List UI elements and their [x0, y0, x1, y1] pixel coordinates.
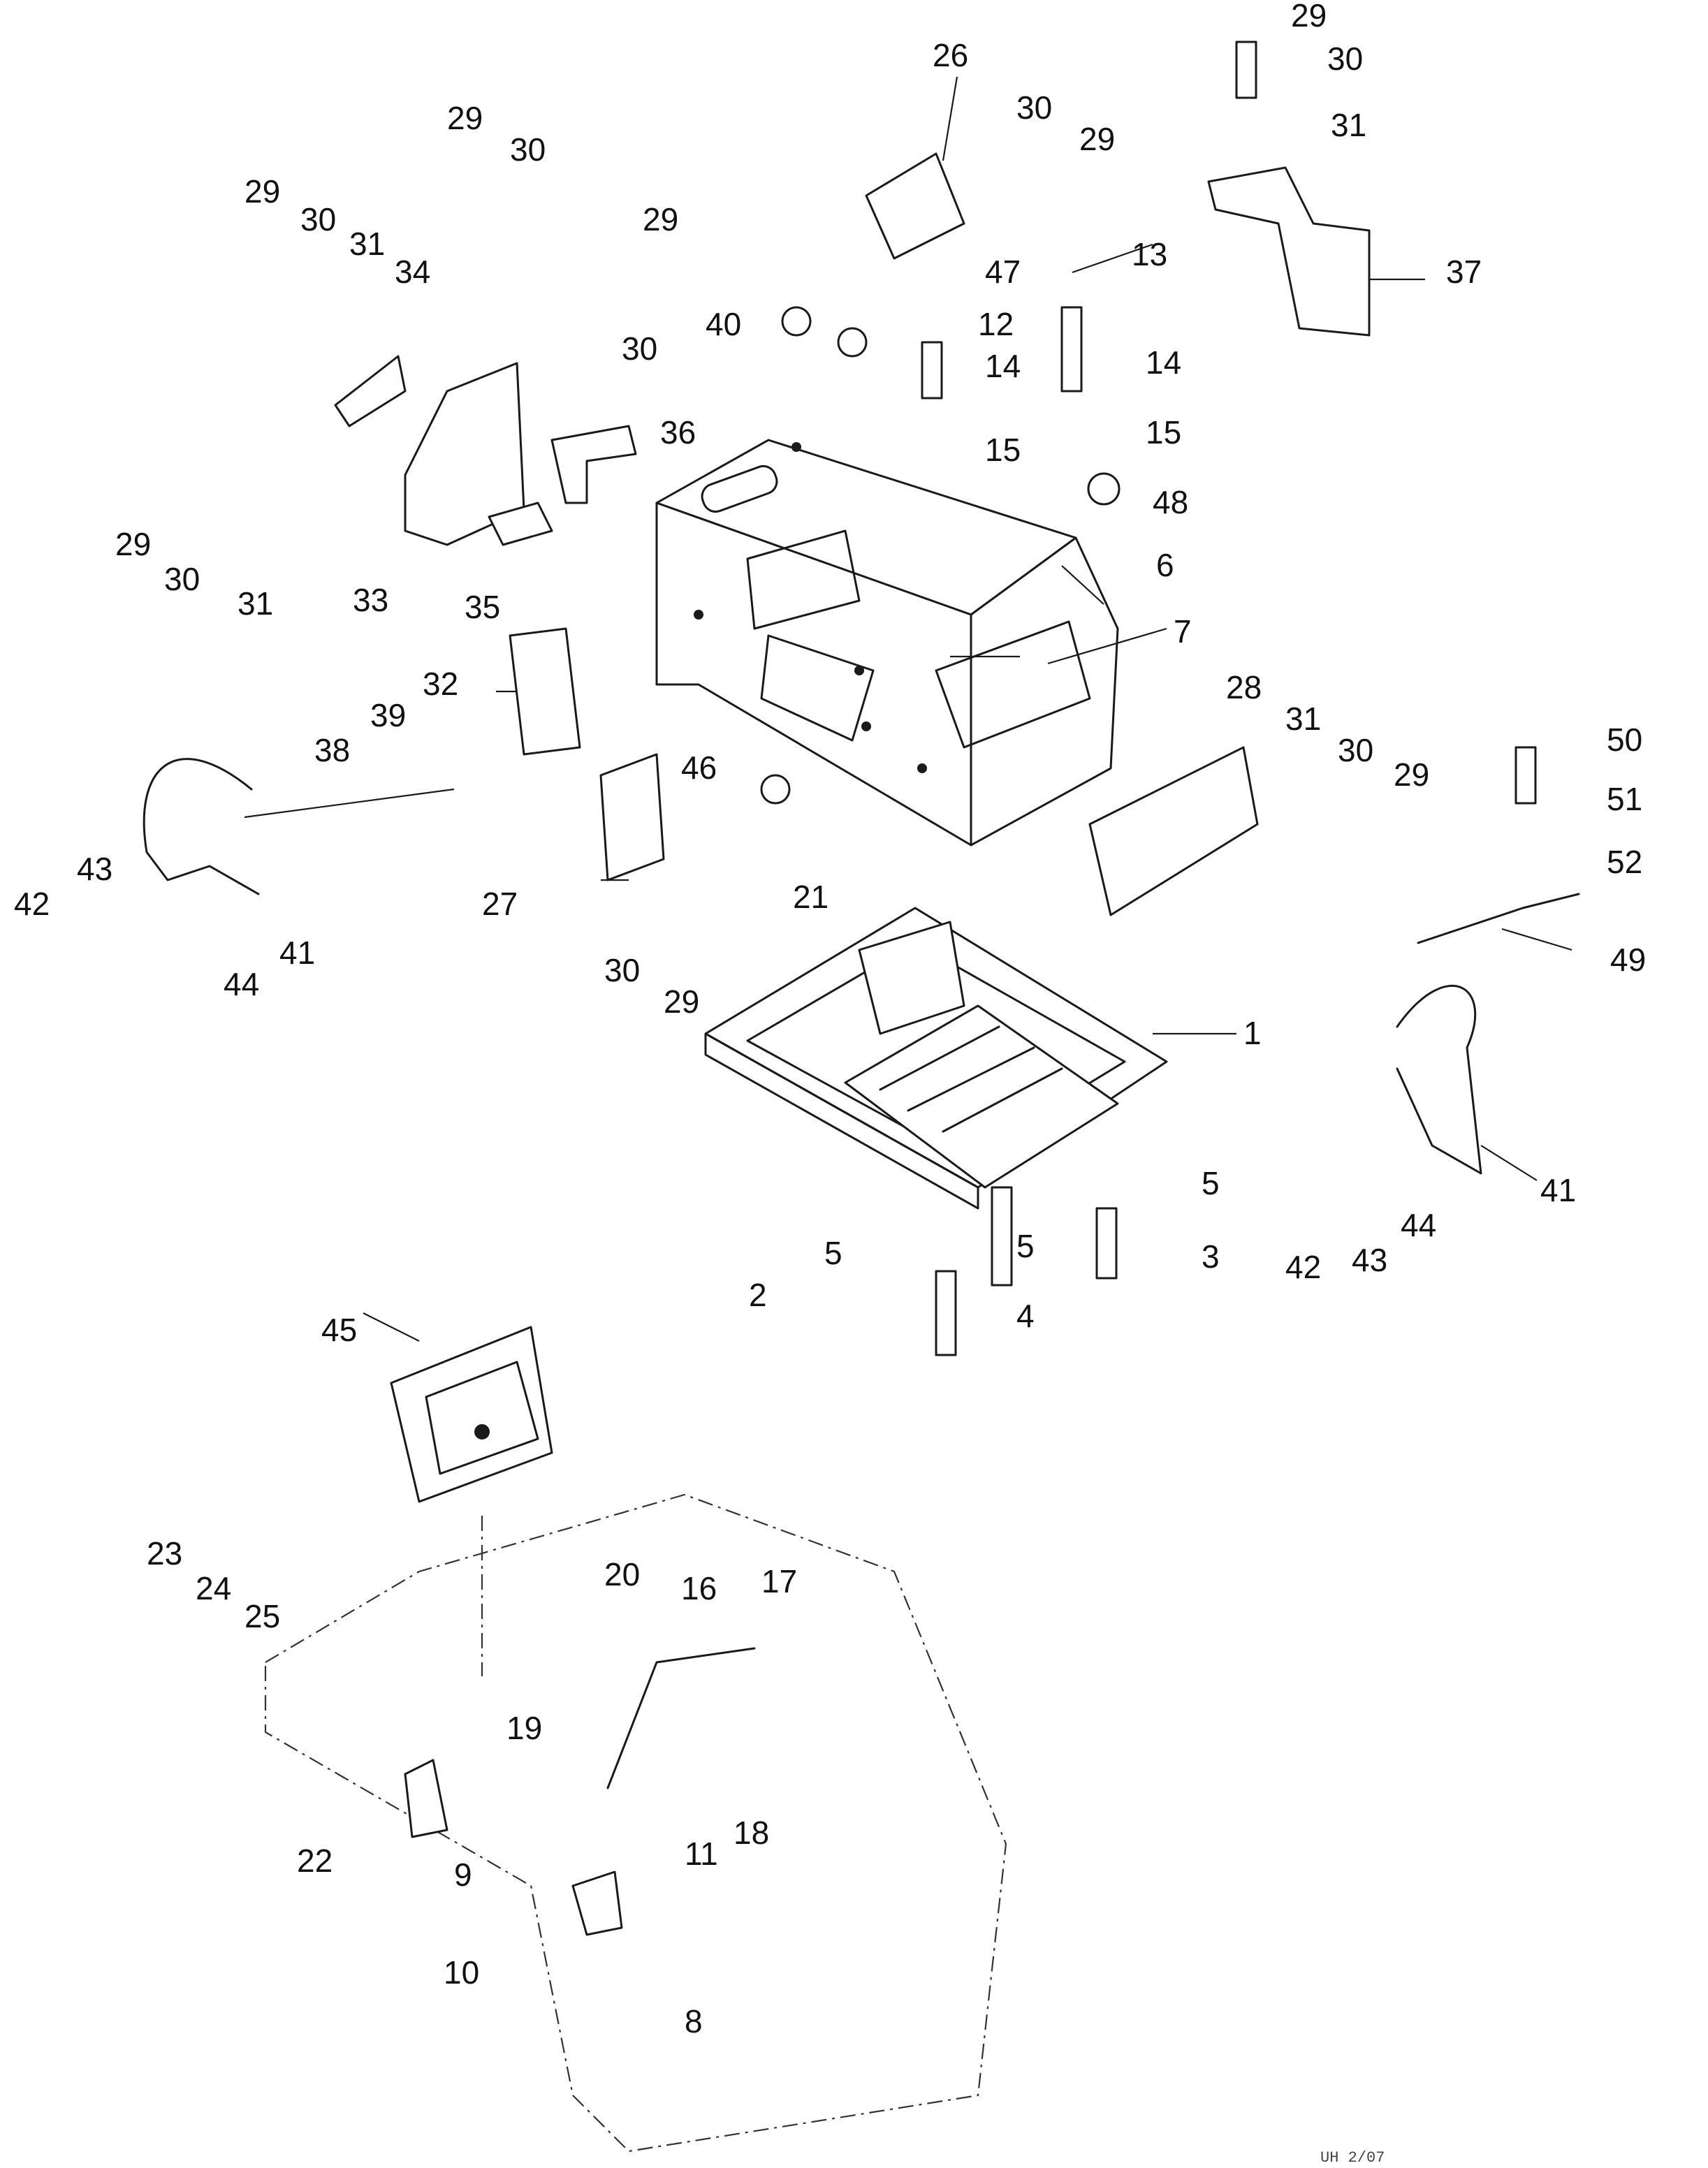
console-frame	[655, 439, 1119, 847]
callout-1: 1	[1243, 1015, 1262, 1051]
callout-23: 23	[147, 1535, 182, 1572]
leader-lines	[244, 76, 1572, 1342]
plate-27	[599, 753, 665, 881]
callout-2: 2	[749, 1277, 767, 1313]
callout-49: 49	[1610, 942, 1646, 978]
callout-29: 29	[447, 100, 483, 136]
callout-30: 30	[164, 561, 200, 597]
callout-30: 30	[1016, 89, 1052, 126]
callout-14: 14	[1146, 344, 1181, 381]
bracket-37	[1207, 166, 1371, 337]
callout-16: 16	[681, 1570, 717, 1606]
callout-42: 42	[14, 886, 50, 922]
callout-41: 41	[279, 935, 315, 971]
callout-42: 42	[1285, 1249, 1321, 1285]
callout-39: 39	[370, 697, 406, 733]
callout-5: 5	[1016, 1228, 1035, 1264]
callout-25: 25	[244, 1598, 280, 1634]
callout-3: 3	[1202, 1238, 1220, 1275]
callout-46: 46	[681, 749, 717, 786]
callout-6: 6	[1156, 547, 1174, 583]
callout-37: 37	[1446, 254, 1482, 290]
callout-38: 38	[314, 732, 350, 768]
callout-5: 5	[1202, 1165, 1220, 1201]
lower-assembly	[264, 1326, 1007, 2153]
callout-27: 27	[482, 886, 518, 922]
battery-45	[390, 1326, 553, 1503]
callout-31: 31	[349, 226, 385, 262]
callout-51: 51	[1607, 781, 1642, 817]
callout-34: 34	[395, 254, 430, 290]
callout-30: 30	[604, 952, 640, 988]
callout-31: 31	[238, 585, 273, 622]
callout-labels: 1 2 3 4 5 5 5 6 7 8 9 10 11 12 13 14 14 …	[14, 0, 1646, 2167]
callout-20: 20	[604, 1556, 640, 1592]
seat-base-frame	[704, 907, 1168, 1210]
callout-47: 47	[985, 254, 1021, 290]
side-cover-28	[1088, 746, 1259, 916]
callout-30: 30	[300, 201, 336, 237]
callout-29: 29	[1291, 0, 1327, 34]
callout-19: 19	[506, 1710, 542, 1746]
callout-30: 30	[622, 330, 657, 367]
callout-33: 33	[353, 582, 388, 618]
callout-24: 24	[196, 1570, 231, 1606]
callout-11: 11	[685, 1836, 718, 1872]
corner-stamp: UH 2/07	[1320, 2149, 1385, 2167]
callout-41: 41	[1540, 1172, 1576, 1208]
callout-17: 17	[761, 1563, 797, 1599]
callout-21: 21	[793, 879, 829, 915]
callout-4: 4	[1016, 1298, 1035, 1334]
callout-36: 36	[660, 414, 696, 451]
callout-35: 35	[465, 589, 500, 625]
callout-18: 18	[733, 1815, 769, 1851]
callout-31: 31	[1285, 701, 1321, 737]
callout-29: 29	[643, 201, 678, 237]
callout-5: 5	[824, 1235, 842, 1271]
side-plate-32	[509, 627, 581, 756]
callout-28: 28	[1226, 669, 1262, 705]
callout-9: 9	[454, 1856, 472, 1893]
bracket-35	[488, 501, 553, 546]
callout-50: 50	[1607, 722, 1642, 758]
callout-30: 30	[1327, 41, 1363, 77]
callout-8: 8	[685, 2003, 703, 2039]
callout-10: 10	[444, 1954, 479, 1991]
callout-29: 29	[1394, 756, 1429, 793]
callout-44: 44	[224, 966, 259, 1002]
callout-7: 7	[1174, 613, 1192, 650]
callout-30: 30	[1338, 732, 1373, 768]
rod-41-right	[1396, 985, 1482, 1175]
rod-41-left	[143, 758, 260, 895]
callout-26: 26	[933, 37, 968, 73]
callout-48: 48	[1153, 484, 1188, 520]
callout-13: 13	[1132, 236, 1167, 272]
callout-30: 30	[510, 131, 546, 168]
callout-29: 29	[664, 983, 699, 1020]
top-plate-26	[865, 152, 965, 260]
bracket-36	[550, 425, 637, 504]
bolt-set	[760, 41, 1537, 1356]
callout-43: 43	[77, 851, 112, 887]
bracket-34	[334, 355, 407, 427]
callout-14: 14	[985, 348, 1021, 384]
callout-43: 43	[1352, 1242, 1387, 1278]
callout-15: 15	[1146, 414, 1181, 451]
callout-32: 32	[423, 666, 458, 702]
callout-44: 44	[1401, 1207, 1436, 1243]
callout-29: 29	[1079, 121, 1115, 157]
callout-29: 29	[244, 173, 280, 210]
callout-22: 22	[297, 1843, 333, 1879]
callout-31: 31	[1331, 107, 1366, 143]
callout-40: 40	[706, 306, 741, 342]
rod-49	[1417, 893, 1580, 944]
callout-15: 15	[985, 432, 1021, 468]
callout-12: 12	[978, 306, 1014, 342]
callout-45: 45	[321, 1312, 357, 1348]
callout-52: 52	[1607, 844, 1642, 880]
callout-29: 29	[115, 526, 151, 562]
